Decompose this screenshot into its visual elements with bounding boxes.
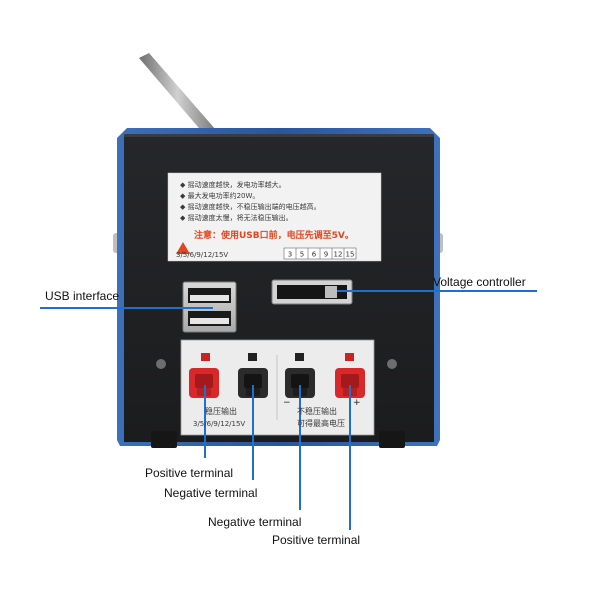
scale-mark: 3 bbox=[288, 251, 292, 259]
scale-mark: 5 bbox=[300, 251, 304, 259]
right-foot bbox=[379, 431, 405, 448]
voltage-controller[interactable] bbox=[271, 279, 353, 305]
positive-terminal-label-1: Positive terminal bbox=[145, 466, 234, 480]
instruction-sticker bbox=[167, 172, 382, 262]
negative-terminal-label-2: Negative terminal bbox=[208, 515, 302, 529]
sticker-line-2: ◆ 最大发电功率约20W。 bbox=[180, 192, 260, 200]
usb-interface-label: USB interface bbox=[45, 289, 120, 303]
callout-lines bbox=[40, 290, 537, 530]
scale-mark: 9 bbox=[324, 251, 328, 259]
regulated-output-title: 稳压输出 bbox=[205, 407, 237, 416]
warning-triangle-icon bbox=[176, 242, 190, 254]
mounting-screws bbox=[156, 359, 397, 369]
scale-mark: 15 bbox=[346, 251, 355, 259]
sticker-warning: 注意：使用USB口前，电压先调至5V。 bbox=[194, 231, 354, 241]
scale-mark: 6 bbox=[312, 251, 317, 259]
terminal-negative-left[interactable] bbox=[238, 353, 268, 398]
positive-terminal-label-2: Positive terminal bbox=[272, 533, 361, 547]
regulated-output-range: 3/5/6/9/12/15V bbox=[193, 420, 246, 428]
plus-sign-label: + bbox=[353, 398, 361, 408]
crank-rod bbox=[139, 53, 216, 134]
sticker-line-1: ◆ 摇动速度越快，发电功率越大。 bbox=[180, 181, 286, 189]
negative-terminal-label-1: Negative terminal bbox=[164, 486, 258, 500]
sticker-line-4: ◆ 摇动速度太慢，将无法稳压输出。 bbox=[180, 214, 293, 222]
sticker-range-label: 3/5/6/9/12/15V bbox=[176, 251, 229, 259]
unregulated-output-title: 不稳压输出 bbox=[297, 407, 337, 416]
scale-mark: 12 bbox=[334, 251, 343, 259]
voltage-slider-knob[interactable] bbox=[325, 286, 337, 298]
minus-sign-label: − bbox=[283, 398, 291, 408]
unregulated-output-note: 可得最高电压 bbox=[297, 419, 345, 428]
voltage-controller-label: Voltage controller bbox=[433, 275, 526, 289]
left-foot bbox=[151, 431, 177, 448]
sticker-line-3: ◆ 摇动速度越快，不稳压输出端的电压越高。 bbox=[180, 203, 321, 211]
